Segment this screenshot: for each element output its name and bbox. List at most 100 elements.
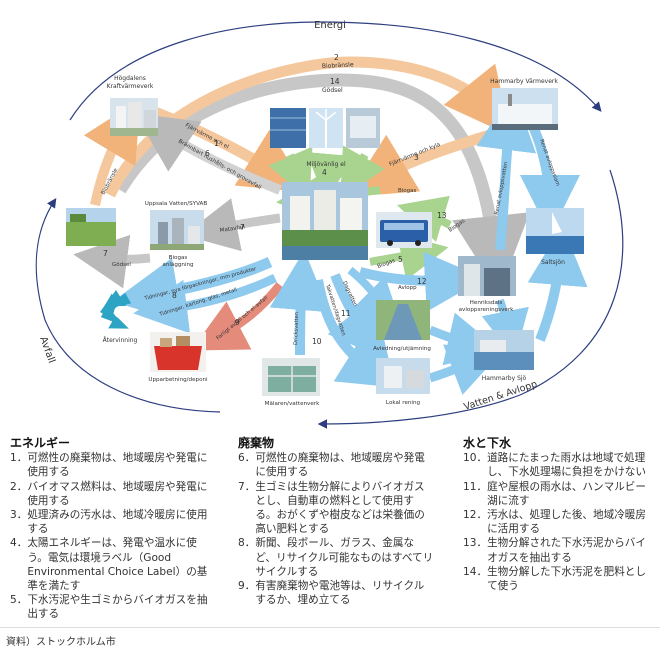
legend-item: 14．生物分解した下水汚泥を肥料として使う xyxy=(463,565,655,593)
legend-item-text: 太陽エネルギーは、発電や温水に使う。電気は環境ラベル（Good Environm… xyxy=(27,537,208,593)
num-12: 12 xyxy=(417,277,427,286)
label-uppsala: Uppsala Vatten/SYVAB xyxy=(145,201,208,207)
flow-green-down1 xyxy=(268,146,313,201)
flow-label-biogas2: Biogas xyxy=(448,218,467,234)
flow-green-down3 xyxy=(340,145,385,199)
legend-item-text: 汚水は、処理した後、地域冷暖房に活用する xyxy=(487,509,646,536)
label-henriksdals-2: avloppsreningsverk xyxy=(459,307,515,313)
node-malaren xyxy=(262,358,320,396)
legend-item: 3．処理済みの汚水は、地域冷暖房に使用する xyxy=(10,508,208,536)
flow-lokal-sjo xyxy=(428,344,504,395)
legend-item: 1．可燃性の廃棄物は、地域暖房や発電に使用する xyxy=(10,451,208,479)
label-atervinning: Återvinning xyxy=(103,337,138,344)
label-miljovanlig: Miljövänlig el xyxy=(306,161,346,168)
num-6: 6 xyxy=(205,149,210,158)
flow-label-biogas1: Biogas xyxy=(398,188,417,194)
energy-cycle-arrow xyxy=(69,21,602,121)
legend-water-title: 水と下水 xyxy=(463,436,512,450)
legend-item-number: 6． xyxy=(238,452,256,465)
node-bus xyxy=(376,212,432,248)
flow-avlopp xyxy=(358,251,485,312)
legend-item: 6．可燃性の廃棄物は、地域暖房や発電に使用する xyxy=(238,451,434,479)
source-note: 資料）ストックホルム市 xyxy=(6,637,116,648)
node-hammarby-sjo xyxy=(474,330,534,370)
num-2: 2 xyxy=(334,53,339,62)
flow-label-godsel2: Gödsel xyxy=(112,262,131,268)
flow-label-dricksvatten: Dricksvatten xyxy=(293,312,300,345)
num-14: 14 xyxy=(330,77,340,86)
legend-item-text: 下水汚泥や生ゴミからバイオガスを抽出する xyxy=(27,594,208,621)
flow-branslet xyxy=(135,113,282,195)
num-7b: 7 xyxy=(103,249,108,258)
waste-cycle-arrow xyxy=(35,198,221,413)
flow-label-avlopp: Avlopp xyxy=(398,285,417,291)
flow-godsel2 xyxy=(73,234,151,289)
flow-label-matavfall: Matavfall xyxy=(219,224,245,234)
legend-item-number: 2． xyxy=(10,480,28,493)
label-biogas-anl-1: Biogas xyxy=(169,255,188,261)
legend-item-number: 8． xyxy=(238,537,256,550)
label-hogdalens-1: Högdalens xyxy=(114,75,146,82)
vatten-label: Vatten & Avlopp xyxy=(463,379,539,413)
legend-item-text: 生ゴミは生物分解によりバイオガスとし、自動車の燃料として使用する。おがくずや樹皮… xyxy=(255,480,425,536)
legend-item: 4．太陽エネルギーは、発電や温水に使う。電気は環境ラベル（Good Enviro… xyxy=(10,536,208,593)
label-lokal: Lokal rening xyxy=(386,400,421,406)
flow-avledning-sjo xyxy=(428,312,502,366)
water-cycle-arrow xyxy=(317,169,624,429)
num-9: 9 xyxy=(235,318,240,327)
flow-label-godsel: Gödsel xyxy=(322,87,343,94)
recycle-icon xyxy=(100,290,132,329)
legend-item: 7．生ゴミは生物分解によりバイオガスとし、自動車の燃料として使用する。おがくずや… xyxy=(238,480,434,537)
label-malaren: Mälaren/vattenverk xyxy=(265,401,320,407)
avfall-label: Avfall xyxy=(37,335,57,365)
num-3: 3 xyxy=(414,153,419,162)
legend-item-number: 7． xyxy=(238,480,256,493)
legend-item-text: 可燃性の廃棄物は、地域暖房や発電に使用する xyxy=(27,452,208,479)
node-hogdalens xyxy=(110,98,158,136)
node-center-housing xyxy=(282,182,368,260)
energi-label: Energi xyxy=(314,20,346,31)
legend-item-text: 新聞、段ボール、ガラス、金属など、リサイクル可能なものはすべてリサイクルする xyxy=(255,537,434,578)
label-upparbetning: Upparbetning/deponi xyxy=(148,377,208,383)
node-field xyxy=(66,208,116,246)
legend-item-number: 4． xyxy=(10,537,28,550)
flow-dricksvatten xyxy=(269,250,330,356)
flow-label-biobransle: Biobränsle xyxy=(322,61,354,70)
legend-item: 5．下水汚泥や生ゴミからバイオガスを抽出する xyxy=(10,593,208,621)
label-hammarby-varmeverk: Hammarby Värmeverk xyxy=(490,78,558,85)
legend-item-text: 庭や屋根の雨水は、ハンマルビー湖に流す xyxy=(487,480,646,507)
num-8: 8 xyxy=(172,291,177,300)
flow-matavfall xyxy=(183,198,281,252)
label-hogdalens-2: Kraftvärmeverk xyxy=(107,83,154,90)
node-miljovanlig xyxy=(270,108,380,148)
eco-cycle-diagram: Energi Avfall Vatten & Avlopp Biobränsle… xyxy=(35,20,624,429)
flow-sjo-saltsjon xyxy=(527,225,588,342)
label-biogas-anl-2: anläggning xyxy=(162,262,194,268)
legend-item: 10．道路にたまった雨水は地域で処理し、下水処理場に負担をかけない xyxy=(463,451,655,479)
num-1: 1 xyxy=(214,139,219,148)
node-hammarby-varmeverk xyxy=(492,88,558,130)
legend-item-text: 有害廃棄物や電池等は、リサイクルするか、埋め立てる xyxy=(255,580,425,607)
legend-item-number: 11． xyxy=(463,480,488,493)
flow-takvatten xyxy=(313,279,401,388)
legend-item-number: 5． xyxy=(10,594,28,607)
legend-item-number: 14． xyxy=(463,565,488,578)
legend-item-text: 生物分解した下水汚泥を肥料として使う xyxy=(487,565,646,593)
legend-waste-title: 廃棄物 xyxy=(238,436,275,450)
num-5: 5 xyxy=(398,255,403,264)
num-7a: 7 xyxy=(240,223,245,232)
node-saltsjon xyxy=(526,208,584,254)
node-upparbetning xyxy=(150,332,206,372)
num-10: 10 xyxy=(312,337,322,346)
legend-item-text: 処理済みの汚水は、地域冷暖房に使用する xyxy=(27,509,208,536)
flow-tidningar2 xyxy=(133,273,277,334)
flow-renat-avlopp xyxy=(476,90,537,251)
flow-numbers: 1 2 3 5 6 7 7 8 9 10 11 12 13 14 xyxy=(103,53,447,346)
label-henriksdals-1: Henriksdals xyxy=(470,300,503,306)
flow-green-down2 xyxy=(306,152,354,202)
legend-item-text: 生物分解された下水汚泥からバイオガスを抽出する xyxy=(487,537,646,564)
